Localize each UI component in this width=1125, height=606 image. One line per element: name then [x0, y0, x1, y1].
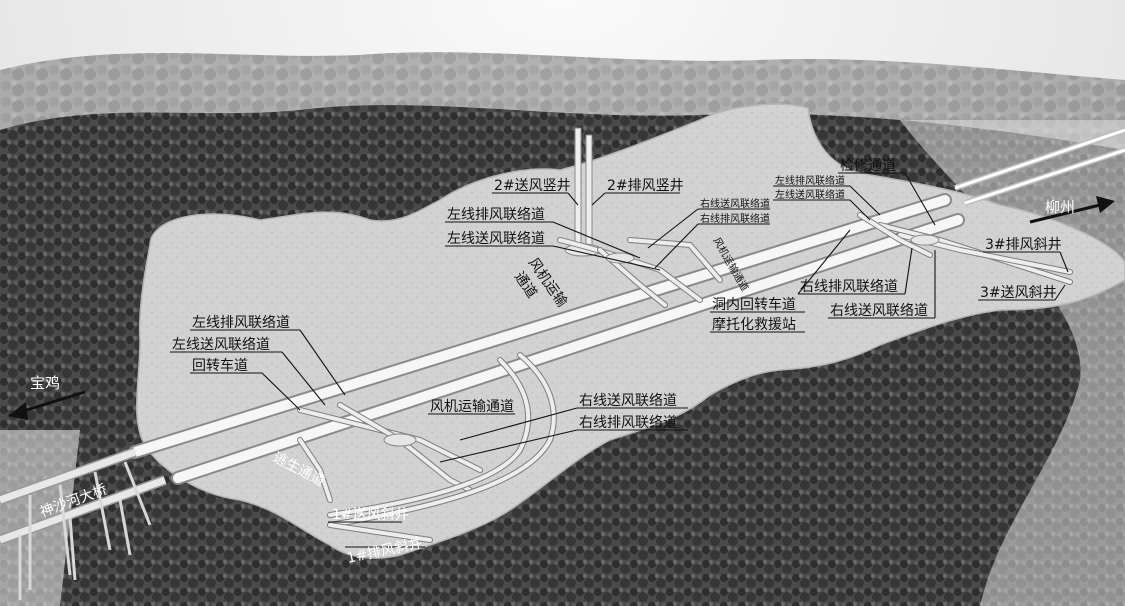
- lower-branch-network: [297, 352, 557, 543]
- label-to-destination-right: 柳州: [1045, 198, 1075, 216]
- arrow-left-icon: [8, 390, 86, 420]
- label-turnaround-in-cave: 洞内回转车道: [712, 296, 796, 313]
- label-left-supply-link-right-small: 左线送风联络道: [775, 188, 845, 201]
- label-right-supply-link-small: 右线送风联络道: [700, 197, 770, 210]
- arrow-right-icon: [1029, 196, 1115, 224]
- main-tunnel-right: [171, 213, 965, 485]
- label-left-exhaust-link-top: 左线排风联络道: [447, 207, 545, 223]
- label-right-exhaust-link-right: 右线排风联络道: [800, 279, 898, 295]
- label-right-exhaust-link-small: 右线排风联络道: [700, 212, 770, 225]
- label-right-exhaust-link-bottom: 右线排风联络道: [579, 415, 677, 431]
- label-no1-supply-inclined: 1#送风斜井: [332, 507, 409, 523]
- leader-lines: [170, 172, 1069, 548]
- main-tunnel-left: [128, 193, 952, 459]
- label-no3-exhaust-inclined: 3#排风斜井: [985, 237, 1062, 253]
- label-no3-supply-inclined: 3#送风斜井: [980, 285, 1057, 301]
- label-fan-transport-channel: 风机运输通道: [430, 399, 514, 415]
- right-branch-network: [857, 212, 1073, 285]
- label-no2-supply-shaft: 2#送风竖井: [494, 178, 571, 194]
- label-right-supply-link-right: 右线送风联络道: [830, 303, 928, 319]
- label-left-supply-link-left: 左线送风联络道: [172, 337, 270, 353]
- label-no2-exhaust-shaft: 2#排风竖井: [607, 178, 684, 194]
- label-to-baoji: 宝鸡: [30, 374, 60, 392]
- label-turnaround-left: 回转车道: [192, 357, 248, 374]
- label-maintenance-channel: 检修通道: [840, 158, 896, 174]
- label-motorcycle-rescue: 摩托化救援站: [712, 316, 796, 333]
- label-right-supply-link-bottom: 右线送风联络道: [579, 393, 677, 409]
- distant-tunnel-extensions: [954, 127, 1125, 206]
- label-left-supply-link-top: 左线送风联络道: [447, 231, 545, 247]
- bridge-structure: [0, 447, 167, 600]
- label-left-exhaust-link-right-small: 左线排风联络道: [775, 174, 845, 187]
- label-left-exhaust-link-left: 左线排风联络道: [192, 315, 290, 331]
